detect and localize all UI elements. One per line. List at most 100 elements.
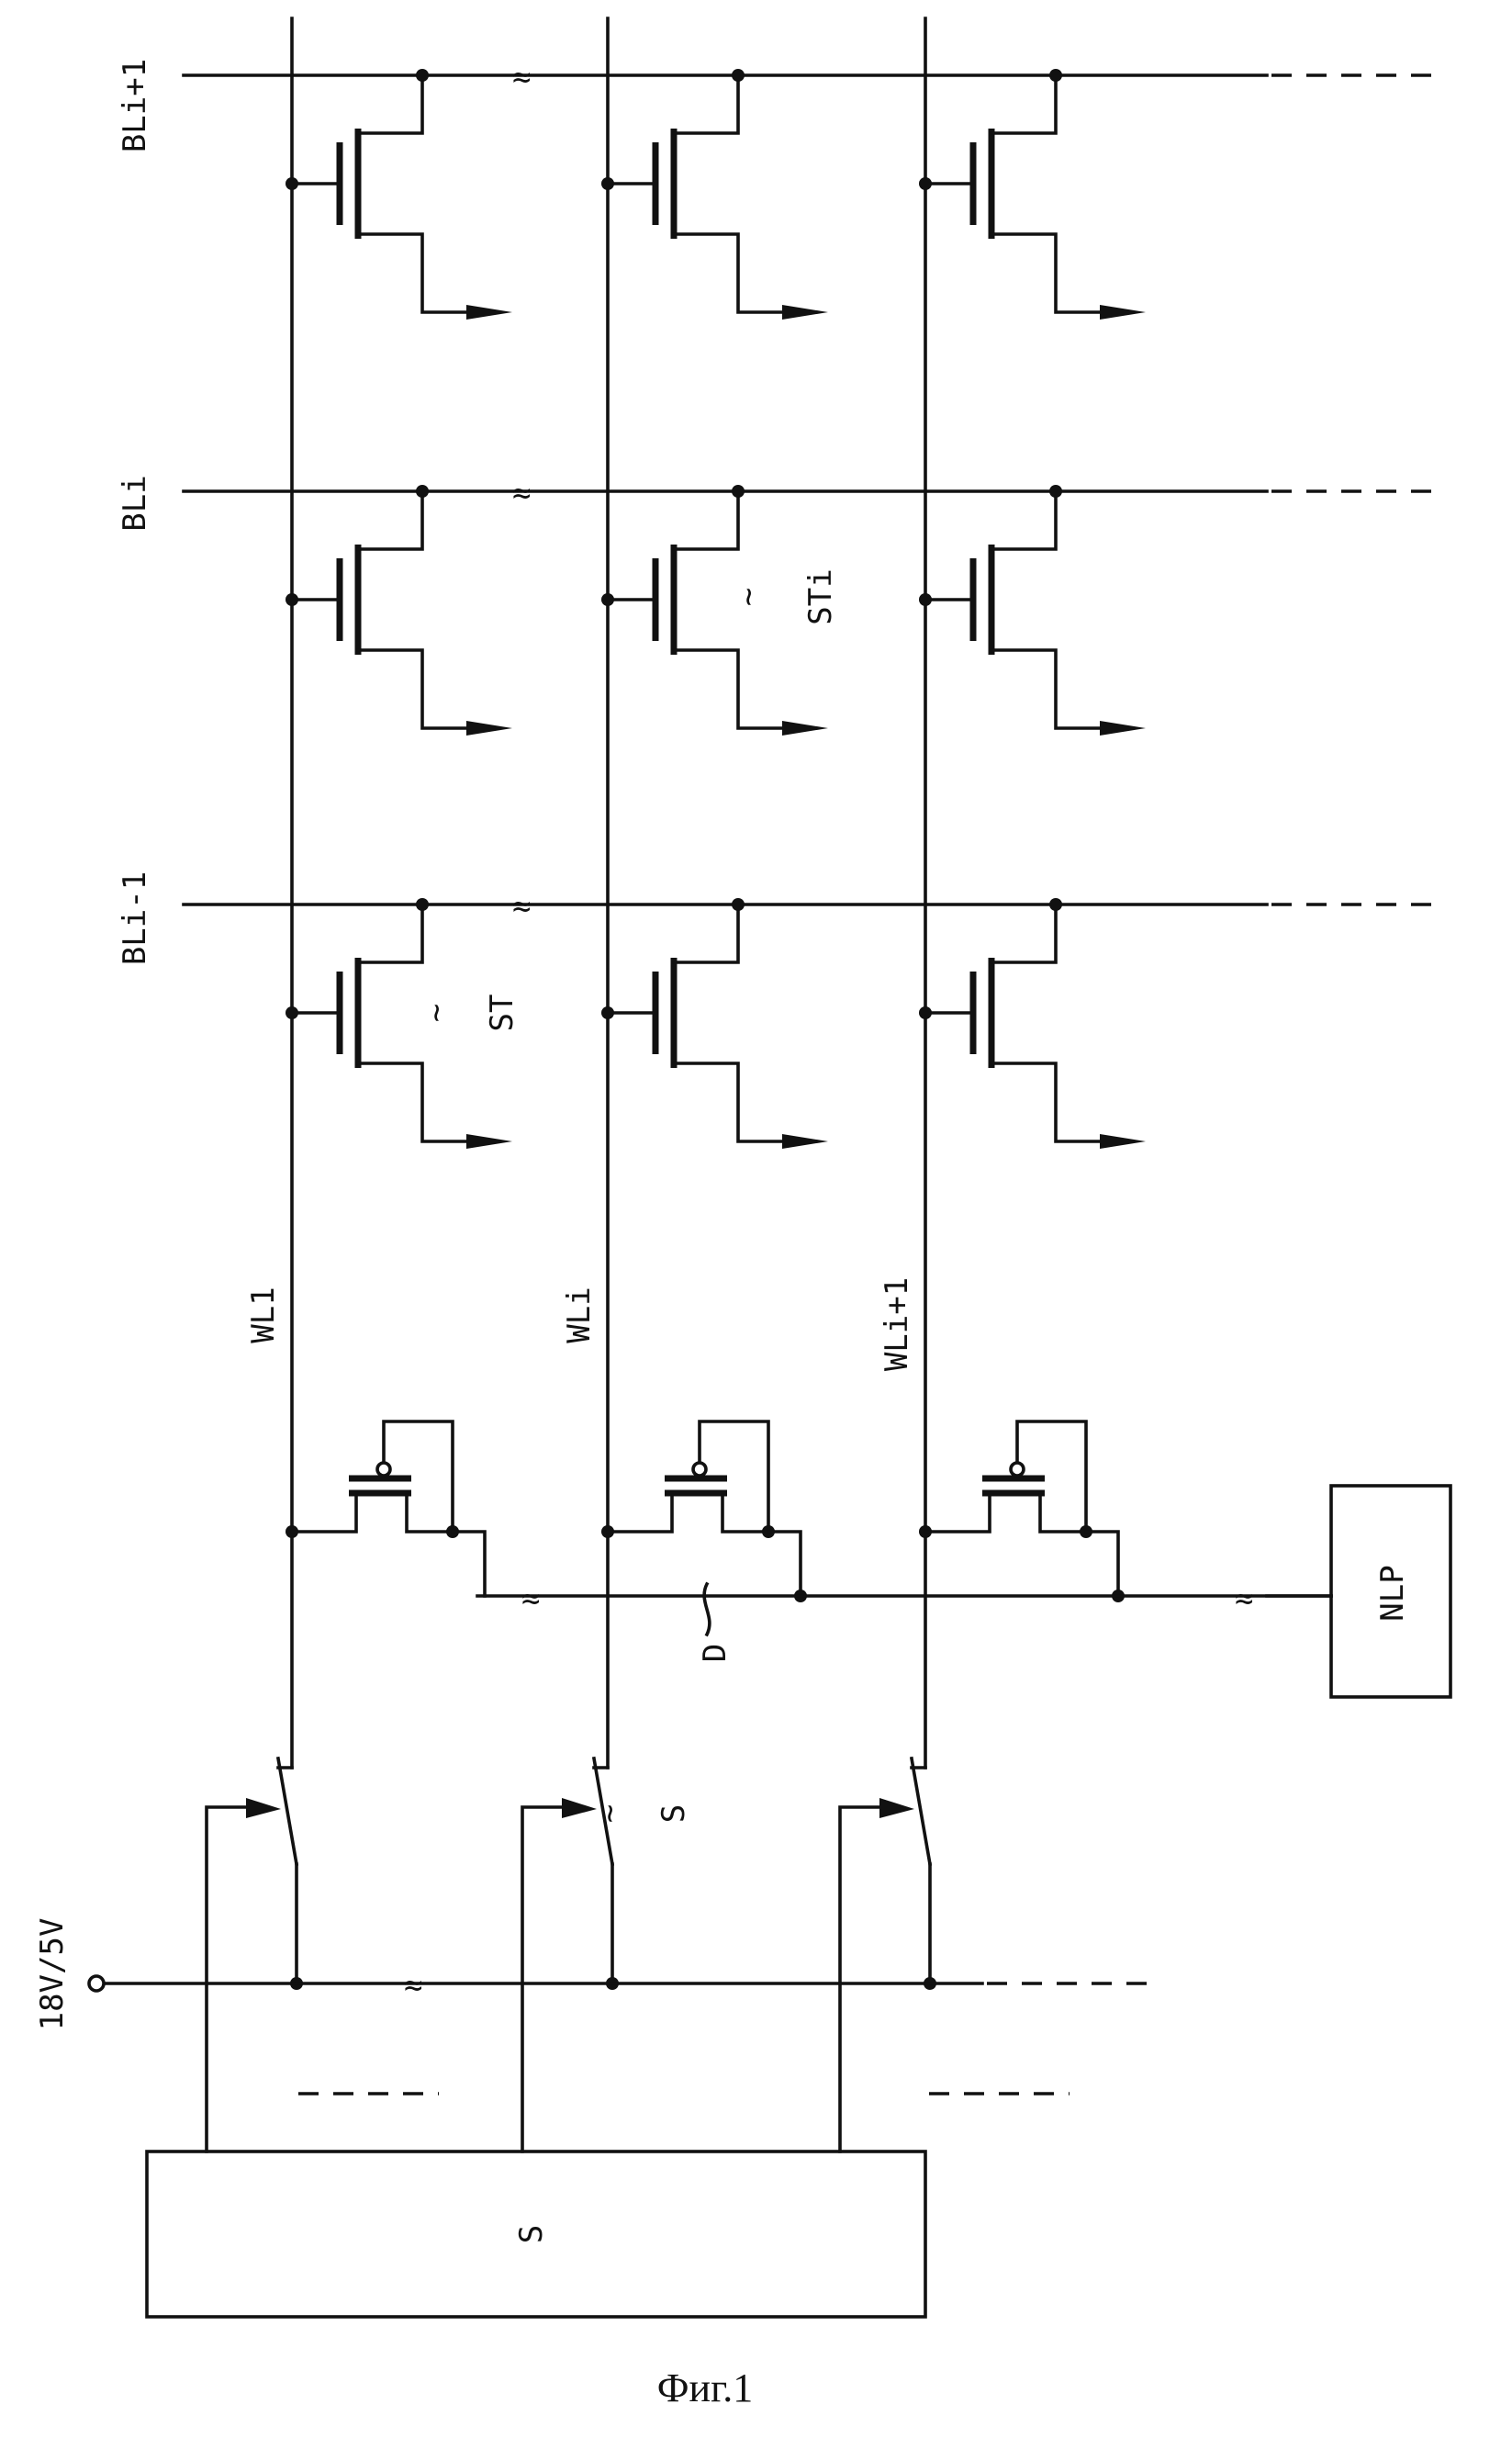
d-label: D xyxy=(697,1644,734,1662)
memory-cell-transistor xyxy=(925,491,1146,736)
source-arrow xyxy=(466,305,512,320)
bl-prev-label: BLi-1 xyxy=(117,871,153,965)
source-wire xyxy=(358,234,476,312)
source-wire xyxy=(292,1495,356,1532)
depletion-marker xyxy=(1011,1463,1024,1476)
wl-i-label: WLi xyxy=(561,1286,598,1343)
memory-cell-transistor xyxy=(608,904,828,1149)
voltage-label: 18V/5V xyxy=(34,1918,71,2031)
source-wire xyxy=(358,1063,476,1141)
s-control-block: S xyxy=(147,2152,925,2317)
gate-junction-dot xyxy=(601,177,614,190)
break-mark: ≈ xyxy=(1235,1580,1253,1617)
drain-wire xyxy=(674,75,738,133)
st-tilde: ~ xyxy=(418,1004,454,1022)
supply-terminal xyxy=(89,1976,104,1991)
source-arrow xyxy=(466,721,512,736)
gate-junction-dot xyxy=(601,593,614,606)
gate-junction-dot xyxy=(601,1006,614,1019)
break-mark: ≈ xyxy=(404,1967,422,2004)
gate-junction-dot xyxy=(919,593,932,606)
source-wire xyxy=(991,234,1109,312)
source-arrow xyxy=(782,1134,828,1149)
drain-wire xyxy=(358,904,422,962)
source-wire xyxy=(608,1495,672,1532)
gate-junction-dot xyxy=(286,593,298,606)
source-arrow xyxy=(1100,1134,1146,1149)
drain-wire xyxy=(991,904,1056,962)
gate-junction-dot xyxy=(286,177,298,190)
source-wire xyxy=(991,1063,1109,1141)
sti-tilde: ~ xyxy=(730,588,767,606)
drain-junction-dot xyxy=(732,898,745,911)
switch-control-arrow xyxy=(246,1798,281,1818)
memory-cell-transistor xyxy=(608,491,828,736)
depletion-transistor xyxy=(919,1421,1125,1602)
source-wire xyxy=(358,650,476,728)
drain-wire xyxy=(453,1532,485,1596)
drain-junction-dot xyxy=(1049,485,1062,498)
memory-cell-transistor xyxy=(608,75,828,320)
wl-1-label: WL1 xyxy=(245,1286,282,1343)
break-mark: ≈ xyxy=(512,59,531,95)
switch-blade xyxy=(278,1758,297,1864)
source-wire xyxy=(674,650,791,728)
source-wire xyxy=(991,650,1109,728)
source-arrow xyxy=(466,1134,512,1149)
source-wire xyxy=(925,1495,990,1532)
st-label: ST xyxy=(484,994,521,1032)
bl-next-label: BLi+1 xyxy=(117,59,153,152)
source-wire xyxy=(674,234,791,312)
drain-junction-dot xyxy=(416,485,429,498)
break-mark: ≈ xyxy=(521,1580,540,1617)
drain-wire xyxy=(768,1532,801,1596)
drain-wire xyxy=(674,904,738,962)
memory-cell-transistor xyxy=(925,904,1146,1149)
switch-control-wire xyxy=(840,1807,889,2152)
switch-blade xyxy=(912,1758,930,1864)
depletion-transistor xyxy=(601,1421,807,1602)
switch-control-wire xyxy=(207,1807,255,2152)
drain-junction-dot xyxy=(1049,898,1062,911)
bl-i-label: BLi xyxy=(117,475,153,531)
depletion-transistors xyxy=(286,1421,1125,1602)
figure-caption: Фиг.1 xyxy=(657,2365,753,2410)
source-arrow xyxy=(1100,721,1146,736)
wl-next-label: WLi+1 xyxy=(879,1277,915,1371)
gate-junction-dot xyxy=(919,1006,932,1019)
word-line-switch xyxy=(840,1758,936,2152)
word-lines xyxy=(292,18,925,1768)
nlp-block: NLP xyxy=(1331,1486,1450,1697)
drain-junction-dot xyxy=(416,69,429,82)
drain-wire xyxy=(358,75,422,133)
source-arrow xyxy=(1100,305,1146,320)
gate-junction-dot xyxy=(286,1006,298,1019)
memory-cell-transistor xyxy=(292,904,512,1149)
drain-junction-dot xyxy=(416,898,429,911)
drain-wire xyxy=(358,491,422,549)
source-arrow xyxy=(782,305,828,320)
source-wire xyxy=(674,1063,791,1141)
switch-control-arrow xyxy=(879,1798,914,1818)
memory-cell-transistor xyxy=(925,75,1146,320)
d-leader xyxy=(704,1584,710,1635)
break-mark: ≈ xyxy=(512,475,531,511)
drain-junction-dot xyxy=(1049,69,1062,82)
depletion-marker xyxy=(377,1463,390,1476)
bit-line-break-marks: ≈ ≈ ≈ xyxy=(512,59,531,925)
memory-cells xyxy=(292,75,1146,1149)
switch-control-wire xyxy=(522,1807,571,2152)
word-line-switch xyxy=(207,1758,303,2152)
depletion-marker xyxy=(693,1463,706,1476)
s-switch-tilde: ~ xyxy=(591,1804,628,1823)
source-arrow xyxy=(782,721,828,736)
sti-label: STi xyxy=(802,568,839,624)
nlp-label: NLP xyxy=(1374,1565,1411,1621)
depletion-transistor xyxy=(286,1421,485,1596)
bit-lines xyxy=(184,75,1432,904)
s-switch-label: S xyxy=(655,1804,692,1823)
memory-cell-transistor xyxy=(292,491,512,736)
drain-junction-dot xyxy=(732,69,745,82)
s-box-label: S xyxy=(513,2225,550,2243)
